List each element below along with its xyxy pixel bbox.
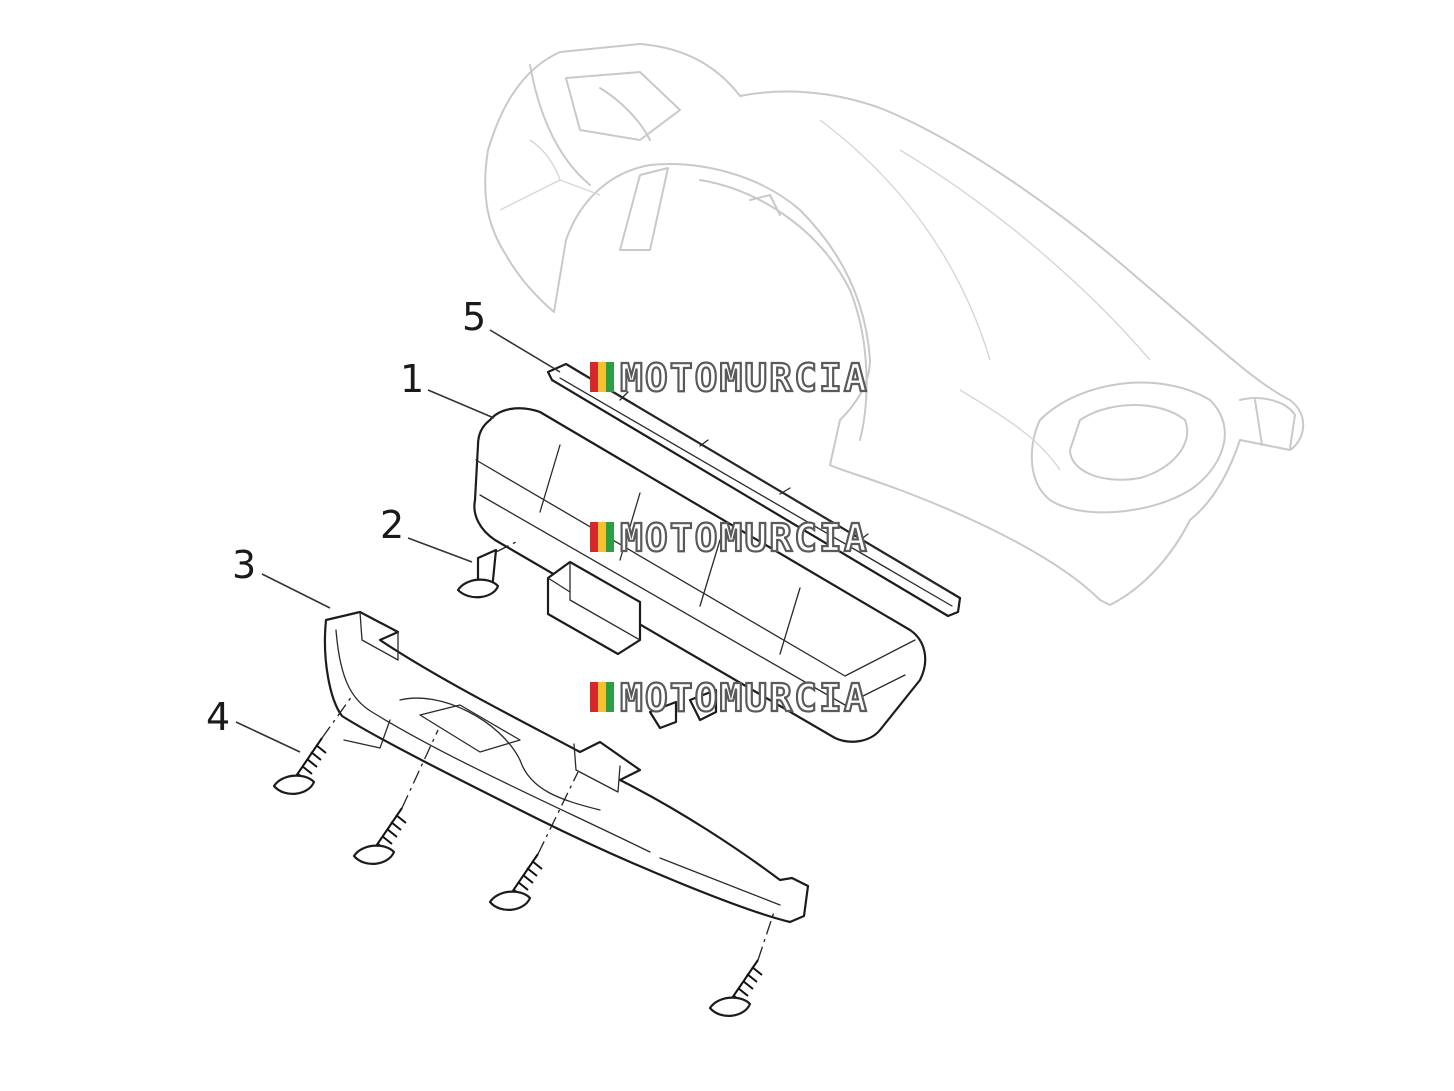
callout-1: 1 [400, 357, 424, 401]
watermark-flag-yellow [598, 682, 606, 712]
callout-5: 5 [462, 295, 486, 339]
screw-c [488, 771, 579, 911]
watermark-flag-red [590, 522, 598, 552]
watermark-text: MOTOMURCIA [620, 356, 869, 400]
part-5-lens [546, 362, 962, 618]
part-2-screw [456, 539, 521, 599]
watermark-flag-yellow [598, 522, 606, 552]
screw-b [352, 729, 439, 865]
part-3-bracket [323, 610, 810, 924]
watermark-1: MOTOMURCIA [590, 355, 869, 401]
watermark-text: MOTOMURCIA [620, 676, 869, 720]
screw-d [708, 911, 775, 1017]
screw-a [272, 695, 353, 795]
watermark-flag-green [606, 362, 614, 392]
callout-3: 3 [232, 543, 256, 587]
callout-2: 2 [380, 503, 404, 547]
watermark-text: MOTOMURCIA [620, 516, 869, 560]
leader-lines [235, 329, 561, 753]
watermark-flag-red [590, 682, 598, 712]
watermark-2: MOTOMURCIA [590, 515, 869, 561]
watermark-flag-green [606, 522, 614, 552]
watermark-flag-green [606, 682, 614, 712]
watermark-flag-red [590, 362, 598, 392]
handlebar-cover-ghost [484, 43, 1305, 606]
part-1-instrument-cluster [473, 407, 927, 743]
callout-4: 4 [206, 695, 230, 739]
part-4-screws [272, 695, 775, 1017]
watermark-3: MOTOMURCIA [590, 675, 869, 721]
watermark-flag-yellow [598, 362, 606, 392]
